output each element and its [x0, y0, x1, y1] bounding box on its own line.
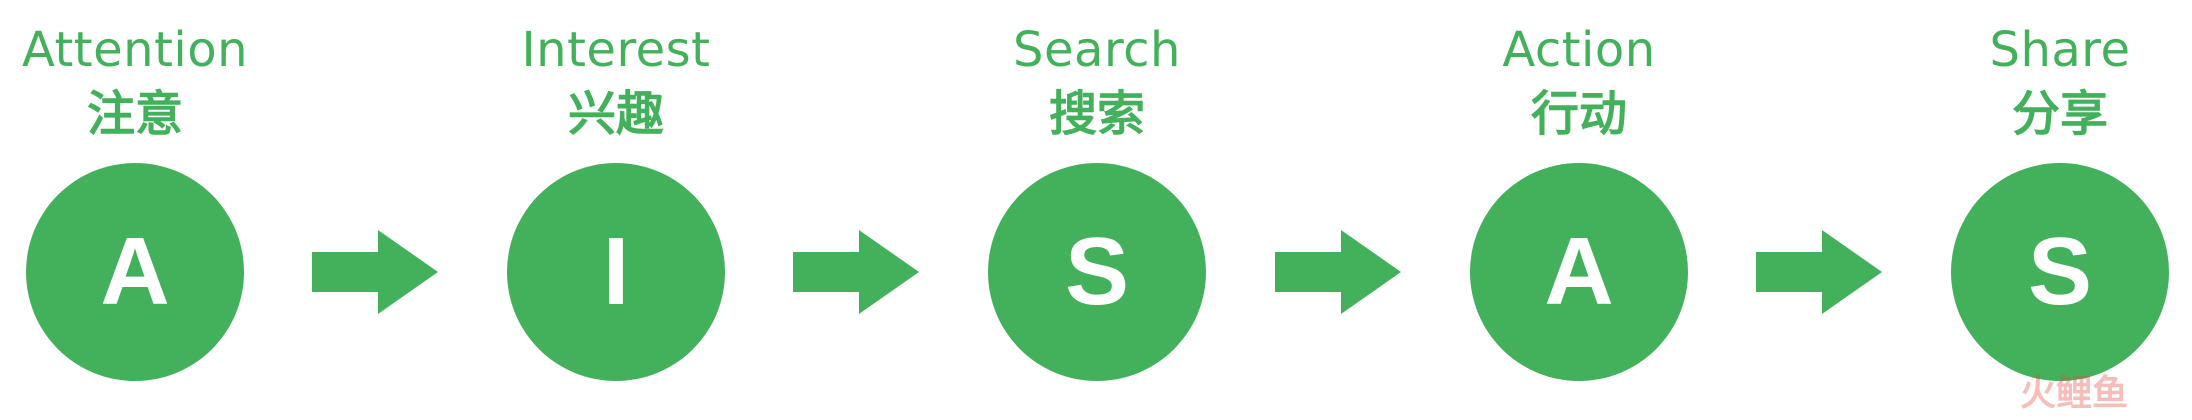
- stage-circle: S: [1951, 163, 2169, 381]
- stage-title-zh: 行动: [1530, 86, 1627, 142]
- stage-circle: I: [507, 163, 725, 381]
- stage-letter: S: [1064, 218, 1130, 325]
- stage-title-zh: 注意: [86, 86, 183, 142]
- stage-circle: S: [988, 163, 1206, 381]
- stage-circle: A: [26, 163, 244, 381]
- stage-letter: A: [100, 218, 170, 325]
- stage-title-zh: 分享: [2011, 86, 2108, 142]
- right-arrow-icon: [312, 230, 438, 314]
- stage-title-en: Attention: [21, 22, 249, 78]
- right-arrow-icon: [1756, 230, 1882, 314]
- stage-title-en: Interest: [521, 22, 711, 78]
- stage-letter: A: [1544, 218, 1614, 325]
- stage-title-en: Search: [1013, 22, 1181, 78]
- stage-title-en: Action: [1502, 22, 1656, 78]
- stage-title-zh: 搜索: [1048, 86, 1145, 142]
- stage-letter: I: [602, 218, 630, 325]
- stage-title-zh: 兴趣: [567, 86, 664, 142]
- stage-title-en: Share: [1989, 22, 2131, 78]
- watermark-logo: 火鲤鱼: [2020, 373, 2129, 414]
- right-arrow-icon: [1275, 230, 1401, 314]
- right-arrow-icon: [793, 230, 919, 314]
- stage-circle: A: [1470, 163, 1688, 381]
- stage-letter: S: [2027, 218, 2093, 325]
